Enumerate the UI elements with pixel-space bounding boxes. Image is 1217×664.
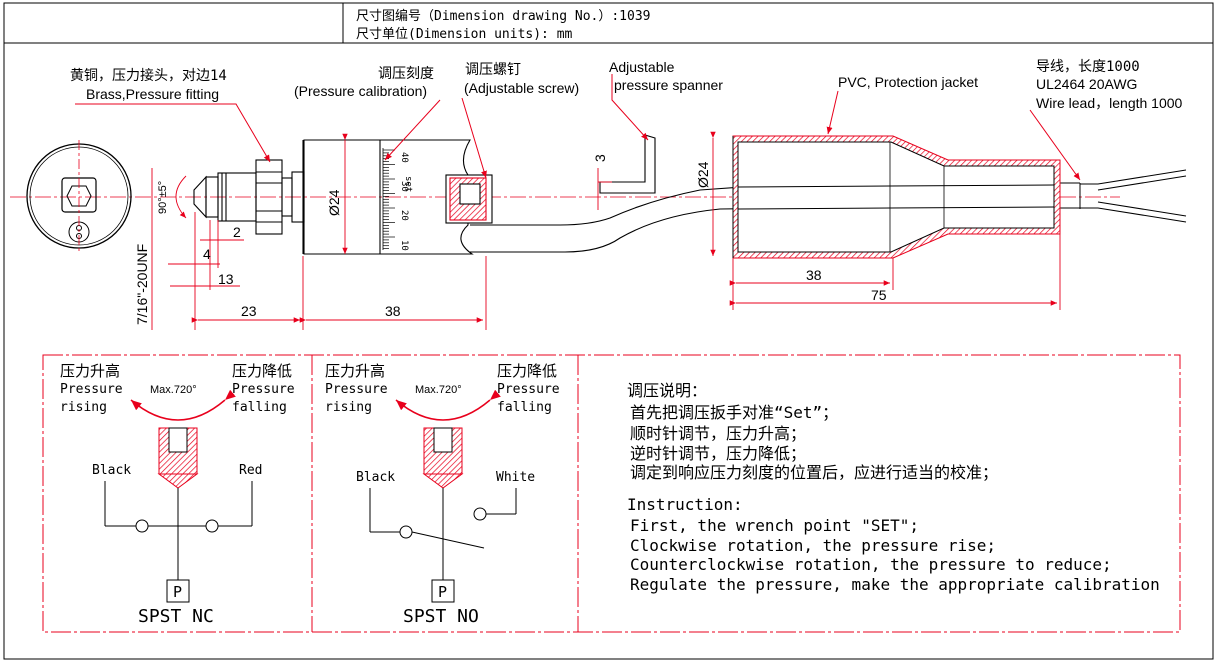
nc-fall-cn: 压力降低 [232, 362, 292, 380]
nc-fall-en1: Pressure [232, 382, 295, 397]
dim-jacket-38: 38 [806, 267, 822, 283]
protection-jacket [732, 135, 1061, 259]
nc-red-label: Red [239, 463, 262, 478]
instructions-en-line4: Regulate the pressure, make the appropri… [630, 575, 1160, 594]
instructions-en-line2: Clockwise rotation, the pressure rise; [630, 536, 996, 555]
calibration-label-en: (Pressure calibration) [294, 83, 427, 99]
instructions-cn-line1: 首先把调压扳手对准“Set”； [630, 403, 838, 422]
instructions-cn-line3: 逆时针调节，压力降低； [630, 444, 806, 463]
schematic-nc: 压力升高 Pressure rising 压力降低 Pressure falli… [60, 362, 295, 627]
scale-tick-40: 40 [399, 152, 409, 163]
no-fall-en1: Pressure [497, 382, 560, 397]
screw-label-en: (Adjustable screw) [464, 80, 579, 96]
calibration-scale: 40 set 30 20 10 [382, 148, 413, 251]
dim-3: 3 [592, 154, 608, 162]
nc-rise-cn: 压力升高 [60, 362, 120, 380]
fitting-label-cn: 黄铜，压力接头，对边14 [70, 67, 227, 84]
scale-tick-20: 20 [399, 210, 409, 221]
nc-title: SPST NC [138, 606, 214, 627]
nc-black-label: Black [92, 463, 131, 478]
cable [470, 182, 1080, 253]
nc-rise-en1: Pressure [60, 382, 123, 397]
outer-border [3, 2, 1214, 660]
end-view [26, 140, 132, 252]
no-fall-en2: falling [497, 400, 552, 415]
nc-rise-en2: rising [60, 400, 107, 415]
wire-leads [1079, 169, 1187, 223]
dim-38: 38 [385, 303, 401, 319]
switch-body [302, 139, 493, 255]
screw-leader [461, 97, 487, 179]
instructions-en-line1: First, the wrench point "SET"; [630, 516, 919, 535]
adjustable-spanner [599, 134, 656, 194]
wire-label-model: UL2464 20AWG [1036, 76, 1137, 92]
instructions-cn-title: 调压说明： [627, 381, 707, 400]
dim-dia24: Ø24 [326, 189, 342, 216]
jacket-leader [826, 90, 839, 135]
dim-thread: 7/16"-20UNF [134, 244, 150, 325]
instructions-en-line3: Counterclockwise rotation, the pressure … [630, 555, 1112, 574]
schematic-no: 压力升高 Pressure rising 压力降低 Pressure falli… [325, 362, 560, 627]
angle-dimension: 90°±5° [157, 181, 169, 214]
drawing-number: 尺寸图编号（Dimension drawing No.）:1039 [356, 9, 651, 24]
no-rise-cn: 压力升高 [325, 362, 385, 380]
no-title: SPST NO [403, 606, 479, 627]
dim-13: 13 [218, 271, 234, 287]
no-white-label: White [496, 470, 535, 485]
jacket-label: PVC, Protection jacket [838, 74, 978, 90]
dim-23: 23 [241, 303, 257, 319]
no-max-angle: Max.720° [415, 384, 462, 396]
no-p-label: P [438, 583, 447, 601]
wire-leader [1029, 109, 1081, 181]
scale-tick-30: 30 [399, 181, 409, 192]
nc-fall-en2: falling [232, 400, 287, 415]
fitting-label-en: Brass,Pressure fitting [86, 86, 219, 102]
spanner-label-2: pressure spanner [614, 77, 723, 93]
dim-jacket-75: 75 [871, 287, 887, 303]
scale-tick-set: set [403, 176, 413, 192]
lower-frame [42, 354, 1181, 633]
no-black-label: Black [356, 470, 395, 485]
dim-4: 4 [203, 246, 211, 262]
nc-max-angle: Max.720° [150, 384, 197, 396]
no-rise-en1: Pressure [325, 382, 388, 397]
spanner-leader [611, 74, 649, 141]
dim-jacket-dia: Ø24 [695, 161, 711, 188]
nc-p-label: P [173, 583, 182, 601]
dim-2: 2 [233, 224, 241, 240]
wire-label-cn: 导线，长度1000 [1036, 59, 1140, 75]
no-fall-cn: 压力降低 [497, 362, 557, 380]
spanner-label-1: Adjustable [609, 59, 675, 75]
no-rise-en2: rising [325, 400, 372, 415]
dimension-units: 尺寸单位(Dimension units): mm [356, 27, 573, 42]
screw-label-cn: 调压螺钉 [465, 62, 521, 78]
scale-tick-10: 10 [399, 240, 409, 251]
instructions-cn-line2: 顺时针调节，压力升高； [630, 424, 806, 443]
instructions: 调压说明： 首先把调压扳手对准“Set”； 顺时针调节，压力升高； 逆时针调节，… [627, 381, 1160, 594]
wire-label-en: Wire lead，length 1000 [1036, 95, 1183, 111]
calibration-label-cn: 调压刻度 [378, 66, 434, 82]
instructions-cn-line4: 调定到响应压力刻度的位置后，应进行适当的校准； [630, 463, 998, 482]
fitting-leader [75, 103, 271, 163]
calibration-leader [384, 99, 441, 161]
instructions-en-title: Instruction: [627, 495, 743, 514]
